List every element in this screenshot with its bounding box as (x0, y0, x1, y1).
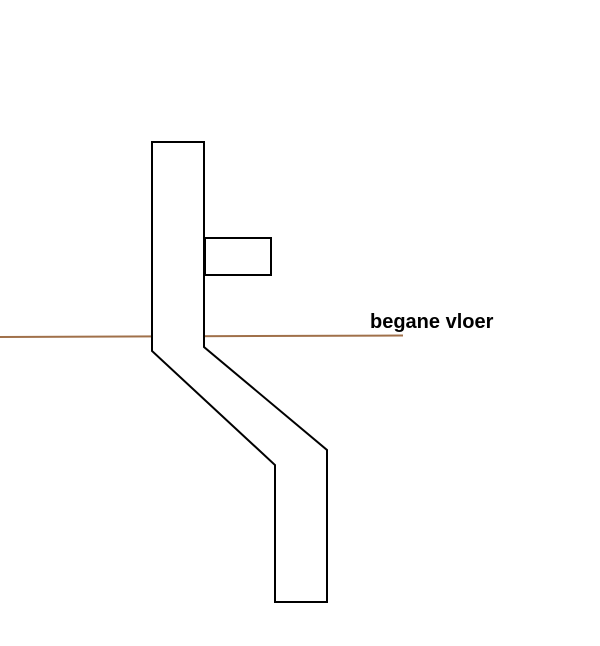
floor-label: begane vloer (370, 311, 494, 333)
side-connection-block (204, 237, 272, 276)
flue-pipe-outline (151, 141, 328, 603)
